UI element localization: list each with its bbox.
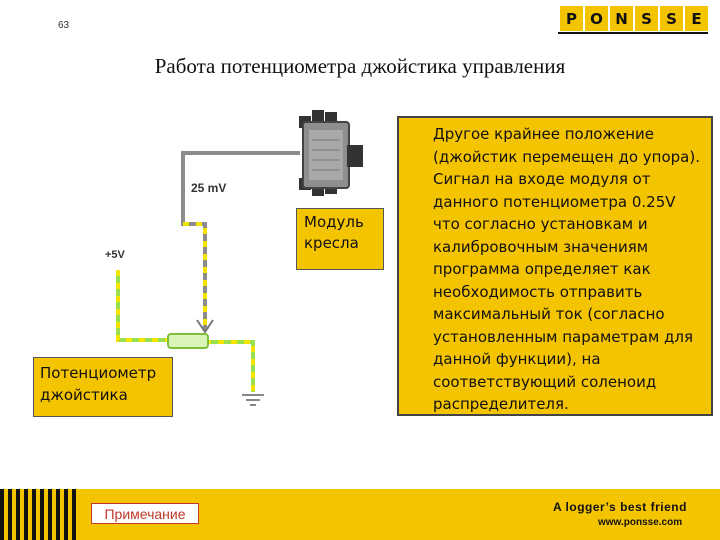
supply-voltage-label: +5V	[105, 249, 125, 261]
logo-letter: P	[560, 6, 583, 31]
chair-module-label: Модуль кресла	[296, 208, 384, 270]
potentiometer-symbol	[167, 319, 214, 349]
explanation-paragraph-2: Сигнал на входе модуля от данного потенц…	[433, 170, 694, 413]
joystick-potentiometer-label: Потенциометр джойстика	[33, 357, 173, 417]
signal-voltage-label: 25 mV	[191, 181, 227, 195]
supply-wire	[116, 270, 255, 392]
note-button[interactable]: Примечание	[91, 503, 199, 524]
logo-letter: S	[660, 6, 683, 31]
signal-wire	[181, 151, 300, 330]
explanation-box: Другое крайнее положение (джойстик перем…	[397, 116, 713, 416]
tagline: A logger’s best friend	[553, 500, 687, 514]
ground-icon	[242, 394, 264, 406]
chair-module-icon	[299, 110, 363, 196]
footer-stripes	[0, 489, 80, 540]
page-title: Работа потенциометра джойстика управлени…	[154, 54, 566, 78]
explanation-paragraph-1: Другое крайнее положение (джойстик перем…	[433, 125, 700, 166]
logo-letter: S	[635, 6, 658, 31]
slide-number: 63	[58, 20, 70, 31]
logo-underline	[558, 32, 708, 34]
logo-letter: N	[610, 6, 633, 31]
website-link[interactable]: www.ponsse.com	[598, 517, 683, 528]
footer-bar: Примечание A logger’s best friend www.po…	[0, 489, 720, 540]
logo-letter: E	[685, 6, 708, 31]
logo-letter: O	[585, 6, 608, 31]
